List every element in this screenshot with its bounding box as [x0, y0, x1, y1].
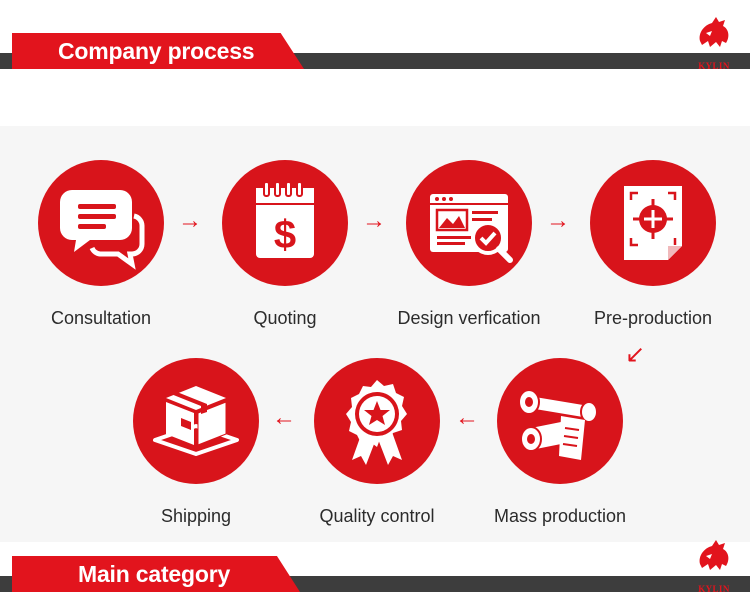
step-quoting: $ Quoting — [200, 160, 370, 329]
step-mass-production: Mass production — [475, 358, 645, 527]
kylin-logo: KYLIN — [692, 534, 736, 594]
step-consultation: Consultation — [16, 160, 186, 329]
arrow-right-1: → — [178, 207, 202, 234]
arrow-down-left: ↙ — [625, 341, 646, 368]
package-box-icon — [153, 386, 239, 456]
step-label: Design verfication — [397, 308, 541, 328]
arrow-left-2: ← — [272, 404, 296, 431]
kylin-logo: KYLIN — [692, 11, 736, 71]
arrow-right-3: → — [546, 207, 570, 234]
step-pre-production: Pre-production — [568, 160, 738, 329]
logo-text: KYLIN — [698, 584, 730, 594]
chat-bubbles-icon — [60, 190, 145, 270]
step-circle: $ — [222, 160, 348, 286]
step-circle — [497, 358, 623, 484]
logo-text: KYLIN — [698, 61, 730, 71]
step-circle — [38, 160, 164, 286]
design-check-icon — [430, 194, 513, 263]
step-label: Consultation — [50, 308, 152, 328]
step-label: Quoting — [253, 308, 317, 328]
step-label: Mass production — [493, 506, 627, 526]
crosshair-sheet-icon — [624, 186, 682, 260]
section-title-company-process: Company process — [12, 33, 304, 69]
step-label: Shipping — [160, 506, 232, 526]
price-calendar-icon: $ — [256, 181, 314, 258]
svg-text:$: $ — [274, 213, 296, 257]
footer-banner: Main category KYLIN — [0, 540, 750, 616]
arrow-right-2: → — [362, 207, 386, 234]
step-circle — [590, 160, 716, 286]
step-design-verification: Design verfication — [384, 160, 554, 329]
arrow-left-1: ← — [455, 404, 479, 431]
lion-logo-icon — [699, 540, 729, 570]
lion-logo-icon — [699, 17, 729, 47]
header-banner: Company process KYLIN — [0, 17, 750, 93]
section-title-main-category: Main category — [12, 556, 300, 592]
rollers-icon — [518, 389, 598, 460]
step-shipping: Shipping — [111, 358, 281, 527]
step-label: Quality control — [319, 506, 435, 526]
step-circle — [406, 160, 532, 286]
step-circle — [314, 358, 440, 484]
step-quality-control: Quality control — [292, 358, 462, 527]
step-label: Pre-production — [593, 308, 713, 328]
step-circle — [133, 358, 259, 484]
award-badge-icon — [346, 380, 407, 465]
